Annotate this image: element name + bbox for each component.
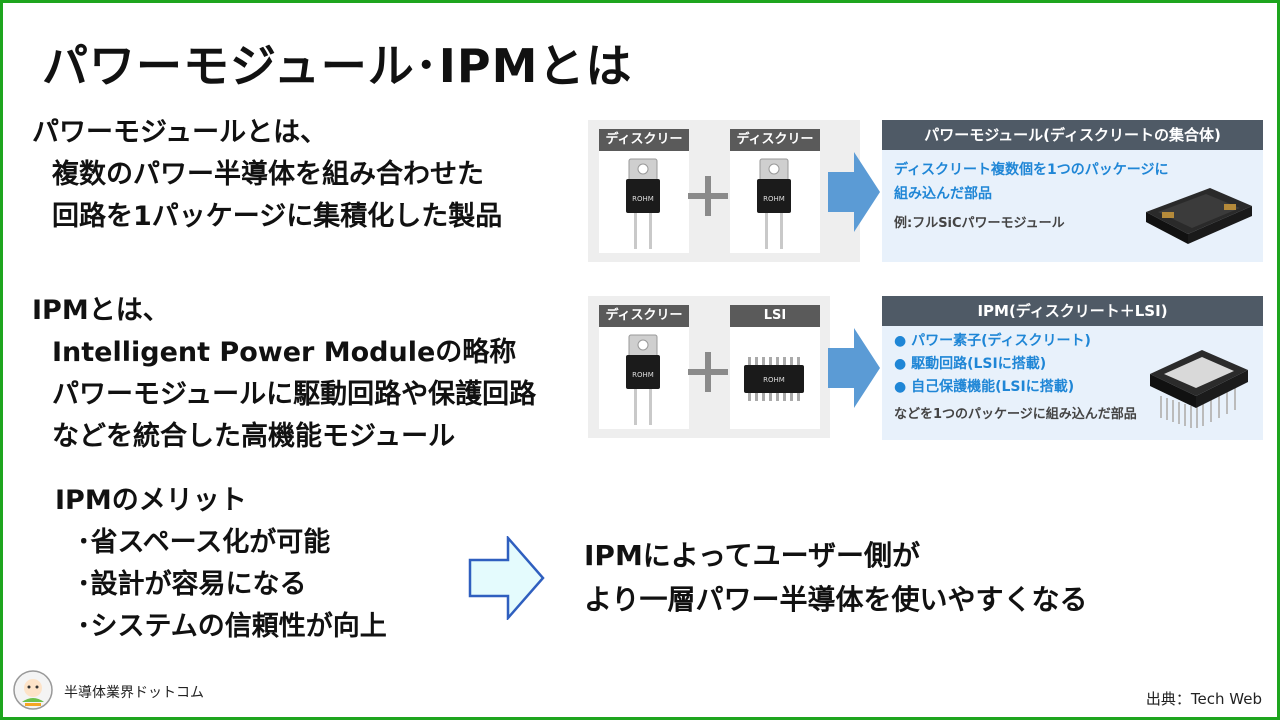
chip-brand-label: ROHM: [763, 376, 785, 384]
right-arrow-icon: [828, 328, 880, 408]
right-arrow-icon: [828, 152, 880, 232]
discrete-card: ディスクリート ROHM: [599, 305, 689, 429]
chip-brand-label: ROHM: [632, 371, 654, 379]
diagram1-input-panel: ディスクリート ROHM ディスクリート ROHM: [588, 120, 860, 262]
merits-heading: IPMのメリット: [55, 485, 247, 516]
source-credit: 出典：Tech Web: [1145, 690, 1262, 708]
plus-icon: [688, 176, 728, 216]
result-note: などを1つのパッケージに組み込んだ部品: [894, 407, 1137, 422]
result-title: パワーモジュール(ディスクリートの集合体): [882, 120, 1263, 150]
result-description: ● パワー素子(ディスクリート) ● 駆動回路(LSIに搭載) ● 自己保護機能…: [894, 330, 1137, 426]
result-bullet: ● パワー素子(ディスクリート): [894, 333, 1091, 349]
conclusion-line: より一層パワー半導体を使いやすくなる: [584, 583, 1088, 616]
conclusion-line: IPMによってユーザー側が: [584, 539, 921, 572]
power-module-image: [1146, 188, 1252, 244]
definition-line: 回路を1パッケージに集積化した製品: [52, 201, 503, 232]
discrete-card: ディスクリート ROHM: [599, 129, 689, 253]
result-line: ディスクリート複数個を1つのパッケージに: [894, 162, 1169, 178]
ipm-definition: IPMとは、 Intelligent Power Moduleの略称 パワーモジ…: [32, 290, 536, 458]
result-bullet: ● 駆動回路(LSIに搭載): [894, 356, 1047, 372]
card-label: LSI: [730, 305, 820, 327]
definition-line: パワーモジュールとは、: [32, 117, 328, 148]
power-module-result: パワーモジュール(ディスクリートの集合体) ディスクリート複数個を1つのパッケー…: [882, 120, 1263, 262]
ipm-result: IPM(ディスクリート＋LSI) ● パワー素子(ディスクリート) ● 駆動回路…: [882, 296, 1263, 440]
ipm-module-image: [1150, 350, 1248, 428]
transistor-icon: ROHM: [626, 158, 660, 249]
merit-item: ･システムの信頼性が向上: [77, 611, 387, 642]
definition-line: Intelligent Power Moduleの略称: [52, 337, 517, 368]
result-line: 組み込んだ部品: [894, 186, 992, 202]
diagram2-input-panel: ディスクリート ROHM LSI ROHM: [588, 296, 830, 438]
transistor-icon: ROHM: [626, 334, 660, 425]
chip-brand-label: ROHM: [763, 195, 785, 203]
discrete-card: ディスクリート ROHM: [730, 129, 820, 253]
card-label: ディスクリート: [599, 305, 689, 345]
result-example: 例:フルSiCパワーモジュール: [894, 216, 1065, 231]
lsi-chip-icon: ROHM: [744, 357, 804, 401]
definition-line: 複数のパワー半導体を組み合わせた: [52, 159, 484, 190]
result-title: IPM(ディスクリート＋LSI): [882, 296, 1263, 326]
chip-brand-label: ROHM: [632, 195, 654, 203]
result-bullet: ● 自己保護機能(LSIに搭載): [894, 379, 1075, 395]
transistor-icon: ROHM: [757, 158, 791, 249]
result-description: ディスクリート複数個を1つのパッケージに 組み込んだ部品 例:フルSiCパワーモ…: [894, 158, 1168, 236]
page-title: パワーモジュール･IPMとは: [42, 39, 633, 93]
definition-line: パワーモジュールに駆動回路や保護回路: [52, 379, 537, 410]
conclusion-text: IPMによってユーザー側が より一層パワー半導体を使いやすくなる: [584, 534, 1087, 622]
right-arrow-icon: [468, 536, 545, 620]
card-label: ディスクリート: [730, 129, 820, 169]
plus-icon: [688, 352, 728, 392]
definition-line: などを統合した高機能モジュール: [52, 421, 456, 452]
merit-item: ･設計が容易になる: [77, 569, 307, 600]
definition-line: IPMとは、: [32, 295, 170, 326]
card-label: ディスクリート: [599, 129, 689, 169]
ipm-merits: IPMのメリット ･省スペース化が可能 ･設計が容易になる ･システムの信頼性が…: [55, 480, 387, 648]
mascot-logo-icon: [13, 670, 53, 710]
merit-item: ･省スペース化が可能: [77, 527, 331, 558]
site-name: 半導体業界ドットコム: [64, 685, 204, 701]
power-module-definition: パワーモジュールとは、 複数のパワー半導体を組み合わせた 回路を1パッケージに集…: [32, 112, 502, 238]
lsi-card: LSI ROHM: [730, 305, 820, 429]
